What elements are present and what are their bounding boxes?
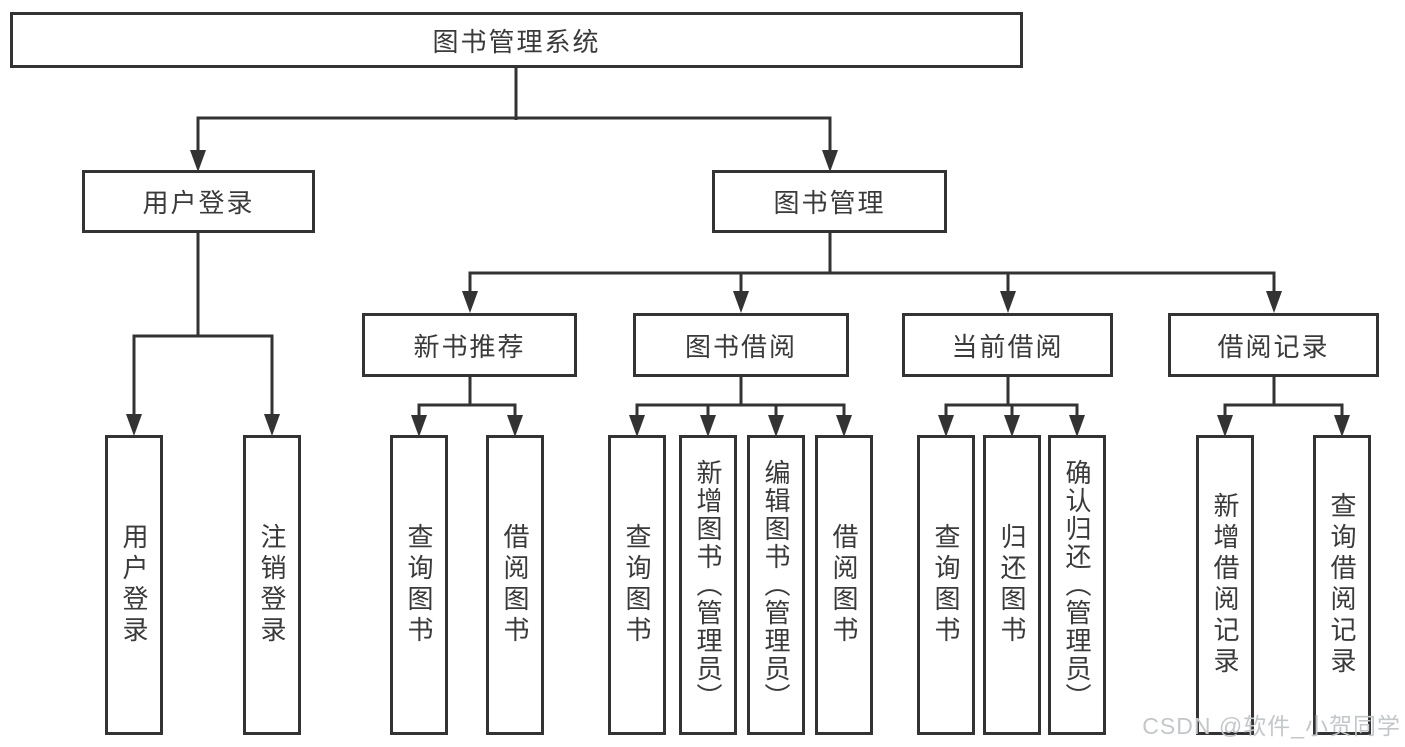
node-borrow-records: 借阅记录 [1168, 313, 1379, 377]
connector-current-borrow [938, 377, 1085, 437]
leaf-add-borrow-record: 新增借阅记录 [1196, 435, 1254, 735]
csdn-watermark: CSDN @软件_小贺同学 [1142, 713, 1401, 739]
leaf-query-books-recommend: 查询图书 [390, 435, 448, 735]
node-book-borrow-label: 图书借阅 [684, 331, 797, 362]
node-root-label: 图书管理系统 [432, 26, 601, 57]
leaf-edit-book-admin-label: 编辑图书（管理员） [761, 459, 791, 711]
connector-book-management [462, 233, 1282, 313]
node-user-login-label: 用户登录 [142, 188, 255, 218]
node-new-book-recommend-label: 新书推荐 [413, 331, 526, 362]
leaf-user-login: 用户登录 [105, 435, 163, 735]
leaf-confirm-return-admin: 确认归还（管理员） [1048, 435, 1106, 735]
leaf-query-books-borrow: 查询图书 [608, 435, 666, 735]
leaf-logout: 注销登录 [243, 435, 301, 735]
node-borrow-records-label: 借阅记录 [1217, 331, 1330, 362]
node-current-borrow: 当前借阅 [902, 313, 1113, 377]
leaf-return-book-label: 归还图书 [997, 523, 1027, 647]
node-book-borrow: 图书借阅 [633, 313, 849, 377]
connector-user-login [126, 233, 280, 436]
leaf-return-book: 归还图书 [983, 435, 1041, 735]
connector-book-borrow [629, 377, 852, 437]
leaf-query-books-current: 查询图书 [917, 435, 975, 735]
leaf-add-book-admin: 新增图书（管理员） [679, 435, 737, 735]
leaf-borrow-books-recommend: 借阅图书 [486, 435, 544, 735]
node-book-management-label: 图书管理 [773, 188, 886, 218]
connector-borrow-records [1217, 377, 1350, 437]
leaf-borrow-books-recommend-label: 借阅图书 [500, 523, 530, 647]
leaf-query-books-borrow-label: 查询图书 [622, 523, 652, 647]
leaf-add-borrow-record-label: 新增借阅记录 [1210, 492, 1240, 678]
connector-root [190, 68, 838, 172]
leaf-borrow-books-label: 借阅图书 [829, 523, 859, 647]
node-user-login: 用户登录 [82, 170, 315, 233]
connector-new-book-recommend [411, 377, 523, 437]
node-new-book-recommend: 新书推荐 [362, 313, 577, 377]
leaf-query-borrow-record: 查询借阅记录 [1313, 435, 1371, 735]
leaf-query-books-recommend-label: 查询图书 [404, 523, 434, 647]
leaf-borrow-books: 借阅图书 [815, 435, 873, 735]
node-current-borrow-label: 当前借阅 [951, 331, 1064, 362]
leaf-query-borrow-record-label: 查询借阅记录 [1327, 492, 1357, 678]
node-book-management: 图书管理 [712, 170, 947, 233]
leaf-user-login-label: 用户登录 [119, 523, 149, 647]
leaf-logout-label: 注销登录 [257, 523, 287, 647]
leaf-add-book-admin-label: 新增图书（管理员） [693, 459, 723, 711]
leaf-confirm-return-admin-label: 确认归还（管理员） [1062, 459, 1092, 711]
node-root: 图书管理系统 [10, 12, 1023, 68]
leaf-edit-book-admin: 编辑图书（管理员） [747, 435, 805, 735]
leaf-query-books-current-label: 查询图书 [931, 523, 961, 647]
